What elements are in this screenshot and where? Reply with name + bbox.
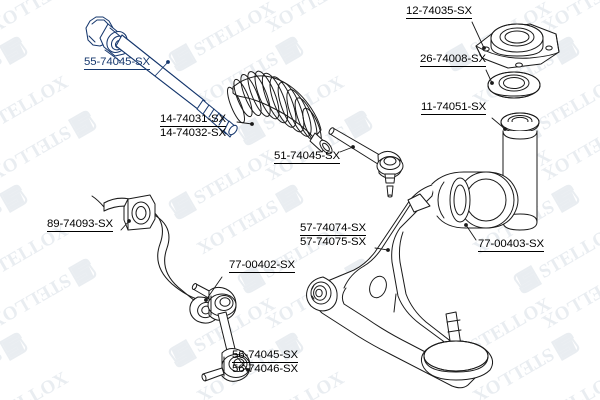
label-code: 77-00403-SX <box>478 238 545 252</box>
label-stabilizer-link[interactable]: 56-74045-SX 56-74046-SX <box>232 349 298 375</box>
label-code: 57-74075-SX <box>300 236 367 248</box>
label-stabilizer-bushing[interactable]: 89-74093-SX <box>47 218 113 232</box>
label-code: 56-74046-SX <box>232 363 299 375</box>
part-strut-mount <box>475 23 560 69</box>
label-code: 14-74032-SX <box>160 127 227 139</box>
label-code: 12-74035-SX <box>406 5 473 19</box>
label-code: 51-74045-SX <box>274 150 341 164</box>
part-outer-tie-rod-end <box>328 127 404 198</box>
part-rack-boot <box>227 70 333 155</box>
part-strut-bearing <box>487 71 541 99</box>
label-code: 55-74045-SX <box>84 56 151 70</box>
label-stabilizer-bar[interactable]: 77-00402-SX <box>229 259 295 273</box>
label-strut-bearing[interactable]: 26-74008-SX <box>420 53 486 67</box>
label-code: 89-74093-SX <box>47 218 114 232</box>
label-code: 56-74045-SX <box>232 349 299 363</box>
label-control-arm[interactable]: 57-74074-SX 57-74075-SX <box>300 222 366 248</box>
label-strut-mount[interactable]: 12-74035-SX <box>406 5 472 19</box>
label-code: 11-74051-SX <box>421 101 487 115</box>
part-inner-tie-rod <box>85 16 238 138</box>
label-steering-rack-boot[interactable]: 14-74031-SX 14-74032-SX <box>160 113 226 139</box>
label-code: 77-00402-SX <box>229 259 296 273</box>
part-control-arm <box>306 171 519 389</box>
label-outer-tie-rod-end[interactable]: 51-74045-SX <box>274 150 340 164</box>
label-inner-tie-rod[interactable]: 55-74045-SX <box>84 56 150 70</box>
leader-lines <box>120 21 506 371</box>
label-code: 14-74031-SX <box>160 113 227 127</box>
label-bump-stop-boot[interactable]: 11-74051-SX <box>421 101 486 115</box>
part-stabilizer-bushing <box>123 194 156 231</box>
label-code: 57-74074-SX <box>300 222 367 236</box>
part-stabilizer-link <box>191 283 251 382</box>
label-control-arm-bushing[interactable]: 77-00403-SX <box>478 238 544 252</box>
label-code: 26-74008-SX <box>420 53 487 67</box>
